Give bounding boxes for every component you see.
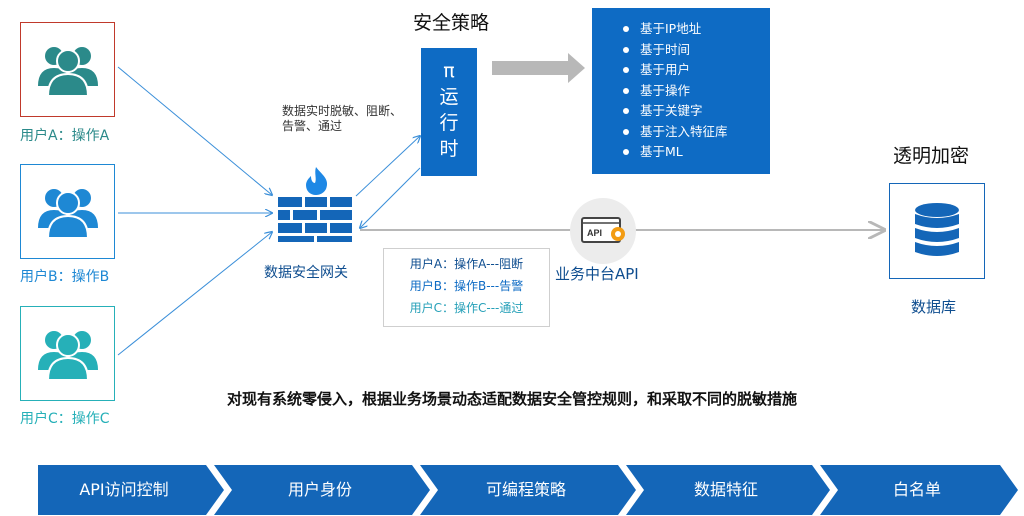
api-label: 业务中台API: [555, 265, 639, 283]
gateway-label: 数据安全网关: [264, 265, 348, 281]
policy-item: 基于用户: [618, 60, 770, 81]
chevron-segment: [820, 465, 1018, 515]
chevron-label: 用户身份: [287, 480, 352, 499]
rule-table: 用户A：操作A---阻断 用户B：操作B---告警 用户C：操作C---通过: [383, 248, 550, 327]
flow-line-user-a: [117, 66, 272, 195]
policy-item: 基于时间: [618, 40, 770, 61]
policy-list: 基于IP地址 基于时间 基于用户 基于操作 基于关键字 基于注入特征库 基于ML: [618, 19, 770, 163]
policy-item: 基于IP地址: [618, 19, 770, 40]
flow-line-from-runtime: [360, 167, 421, 228]
runtime-pi: π: [443, 60, 455, 82]
firewall-icon: [278, 167, 352, 242]
flow-line-to-runtime: [355, 136, 420, 197]
api-gear-icon: API: [581, 217, 625, 243]
chevron-segment: [214, 465, 430, 515]
chevron-label: 可编程策略: [485, 480, 566, 499]
runtime-char-2: 行: [439, 112, 459, 134]
rule-row: 用户B：操作B---告警: [409, 279, 524, 293]
policy-item: 基于关键字: [618, 101, 770, 122]
user-c-label: 用户C：操作C: [20, 411, 110, 427]
chevron-label: 数据特征: [693, 480, 758, 499]
runtime-box: π 运 行 时: [421, 48, 477, 176]
policy-list-panel: 基于IP地址 基于时间 基于用户 基于操作 基于关键字 基于注入特征库 基于ML: [592, 8, 770, 174]
chevron-label: 白名单: [892, 480, 941, 499]
api-badge: API: [587, 228, 602, 238]
chevron-segment: [626, 465, 830, 515]
api-icon-circle: API: [570, 198, 636, 264]
policy-item: 基于操作: [618, 81, 770, 102]
chevron-segment: [420, 465, 636, 515]
user-a-label: 用户A：操作A: [20, 128, 110, 144]
gateway-note-line1: 数据实时脱敏、阻断、: [282, 104, 403, 118]
policy-item: 基于ML: [618, 142, 770, 163]
database-box: [889, 183, 985, 279]
gateway-note: 数据实时脱敏、阻断、 告警、通过: [282, 104, 402, 134]
rule-row: 用户A：操作A---阻断: [409, 257, 524, 271]
user-c-box: [20, 306, 115, 401]
flow-line-user-c: [117, 232, 272, 356]
chevron-segment: [38, 465, 224, 515]
headline: 对现有系统零侵入，根据业务场景动态适配数据安全管控规则，和采取不同的脱敏措施: [226, 390, 797, 408]
policy-title: 安全策略: [413, 12, 490, 34]
users-icon: [37, 188, 98, 239]
users-icon: [37, 330, 98, 381]
policy-arrow: [492, 53, 585, 83]
chevron-bar: [38, 465, 1018, 515]
gateway-note-line2: 告警、通过: [282, 119, 343, 133]
user-b-label: 用户B：操作B: [20, 269, 110, 285]
policy-item: 基于注入特征库: [618, 122, 770, 143]
users-icon: [37, 46, 98, 97]
user-a-box: [20, 22, 115, 117]
database-title: 透明加密: [893, 145, 970, 167]
database-icon: [915, 203, 959, 256]
rule-row: 用户C：操作C---通过: [409, 301, 524, 315]
chevron-label: API访问控制: [79, 480, 169, 499]
user-b-box: [20, 164, 115, 259]
runtime-char-3: 时: [439, 138, 459, 160]
database-label: 数据库: [911, 298, 957, 316]
runtime-char-1: 运: [439, 86, 459, 108]
